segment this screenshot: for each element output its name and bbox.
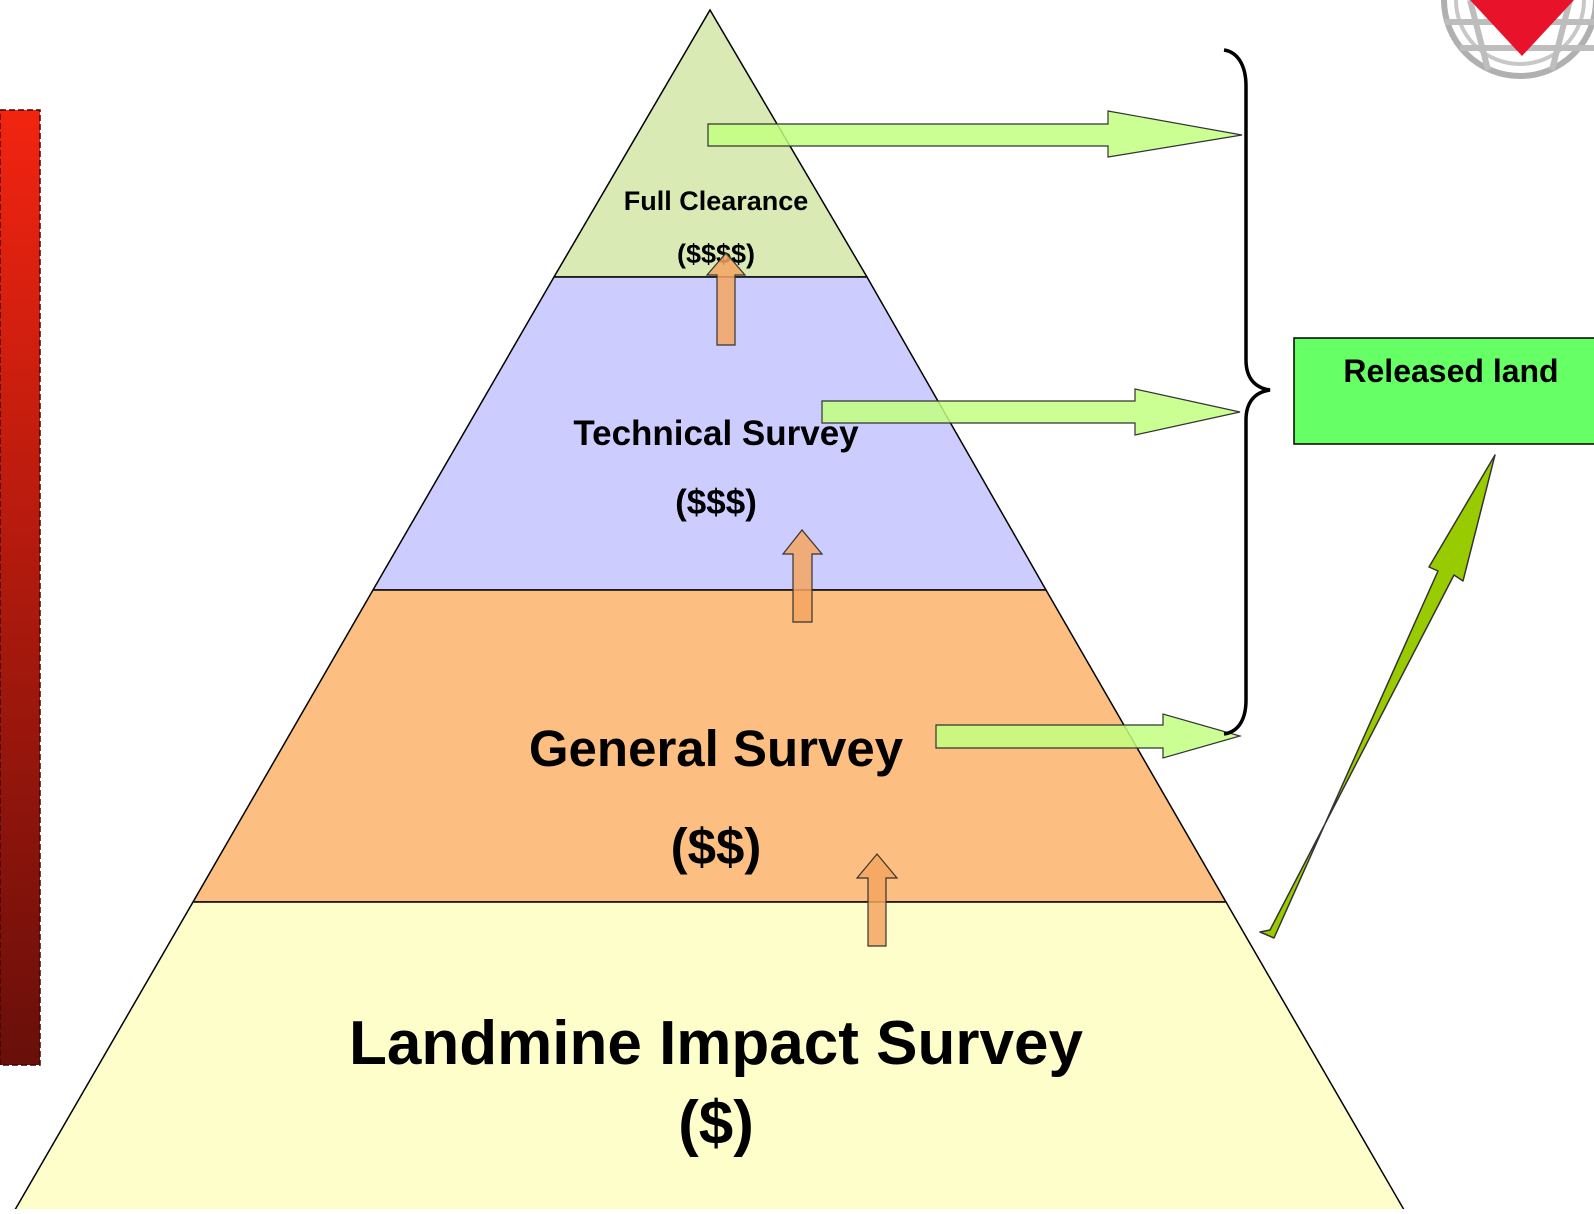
- tier-landmine-impact-survey-title: Landmine Impact Survey: [349, 1009, 1083, 1078]
- up-arrow: [855, 853, 899, 947]
- released-land-label: Released land: [1343, 353, 1558, 389]
- up-arrow: [705, 252, 747, 346]
- up-arrow: [781, 529, 824, 623]
- green-arrow: [707, 110, 1243, 158]
- tier-landmine-impact-survey-cost: ($): [678, 1089, 754, 1158]
- tier-technical-survey-title: Technical Survey: [573, 414, 859, 453]
- logo-icon: [1441, 0, 1594, 79]
- gradient-bar: [0, 109, 41, 1066]
- tier-general-survey-cost: ($$): [671, 818, 762, 875]
- green-arrow: [821, 388, 1241, 436]
- released-land-box: [1293, 337, 1594, 445]
- green-arrow: [935, 713, 1243, 759]
- tier-full-clearance-title: Full Clearance: [624, 186, 809, 216]
- curly-brace-icon: [1223, 48, 1271, 736]
- tier-technical-survey-cost: ($$$): [675, 483, 757, 522]
- tier-general-survey-title: General Survey: [529, 720, 904, 777]
- diagonal-arrow: [1259, 454, 1496, 939]
